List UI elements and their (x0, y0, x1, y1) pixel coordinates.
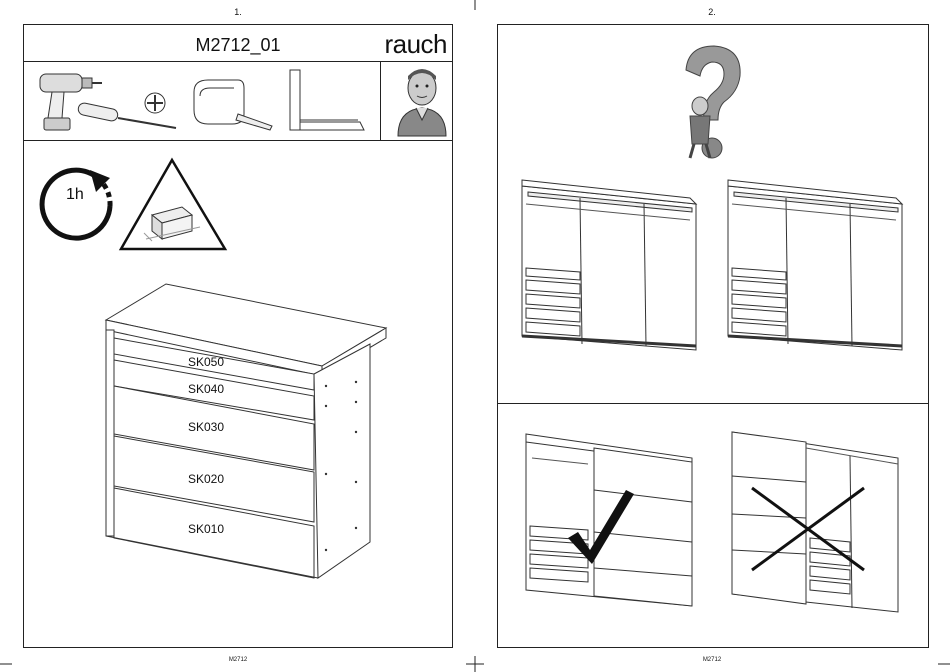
drawer-label-sk030: SK030 (176, 420, 236, 434)
section-divider (497, 403, 929, 404)
wardrobe-interior-drawing-b (726, 176, 902, 350)
drawer-label-sk020: SK020 (176, 472, 236, 486)
drawer-label-sk040: SK040 (176, 382, 236, 396)
warning-triangle-icon (118, 157, 228, 253)
drawer-label-sk050: SK050 (176, 355, 236, 369)
phillips-bit-icon (143, 91, 167, 115)
page-number-right: 2. (702, 7, 722, 17)
footer-left: M2712 (218, 657, 258, 663)
header-bar: M2712_01 rauch (23, 24, 453, 62)
wardrobe-interior-drawing-a (520, 176, 696, 350)
assistant-person-icon (392, 64, 452, 138)
tape-measure-icon (188, 74, 278, 134)
footer-right: M2712 (692, 657, 732, 663)
checkmark-icon (566, 488, 636, 568)
chest-of-drawers-drawing (104, 282, 404, 582)
cross-icon (748, 484, 868, 574)
brand-logo: rauch (384, 27, 447, 61)
question-mark-person-icon (678, 44, 748, 162)
page-number-left: 1. (228, 7, 248, 17)
drawer-label-sk010: SK010 (176, 522, 236, 536)
tools-divider (380, 61, 381, 141)
square-ruler-icon (286, 68, 366, 138)
duration-label: 1h (66, 186, 84, 204)
